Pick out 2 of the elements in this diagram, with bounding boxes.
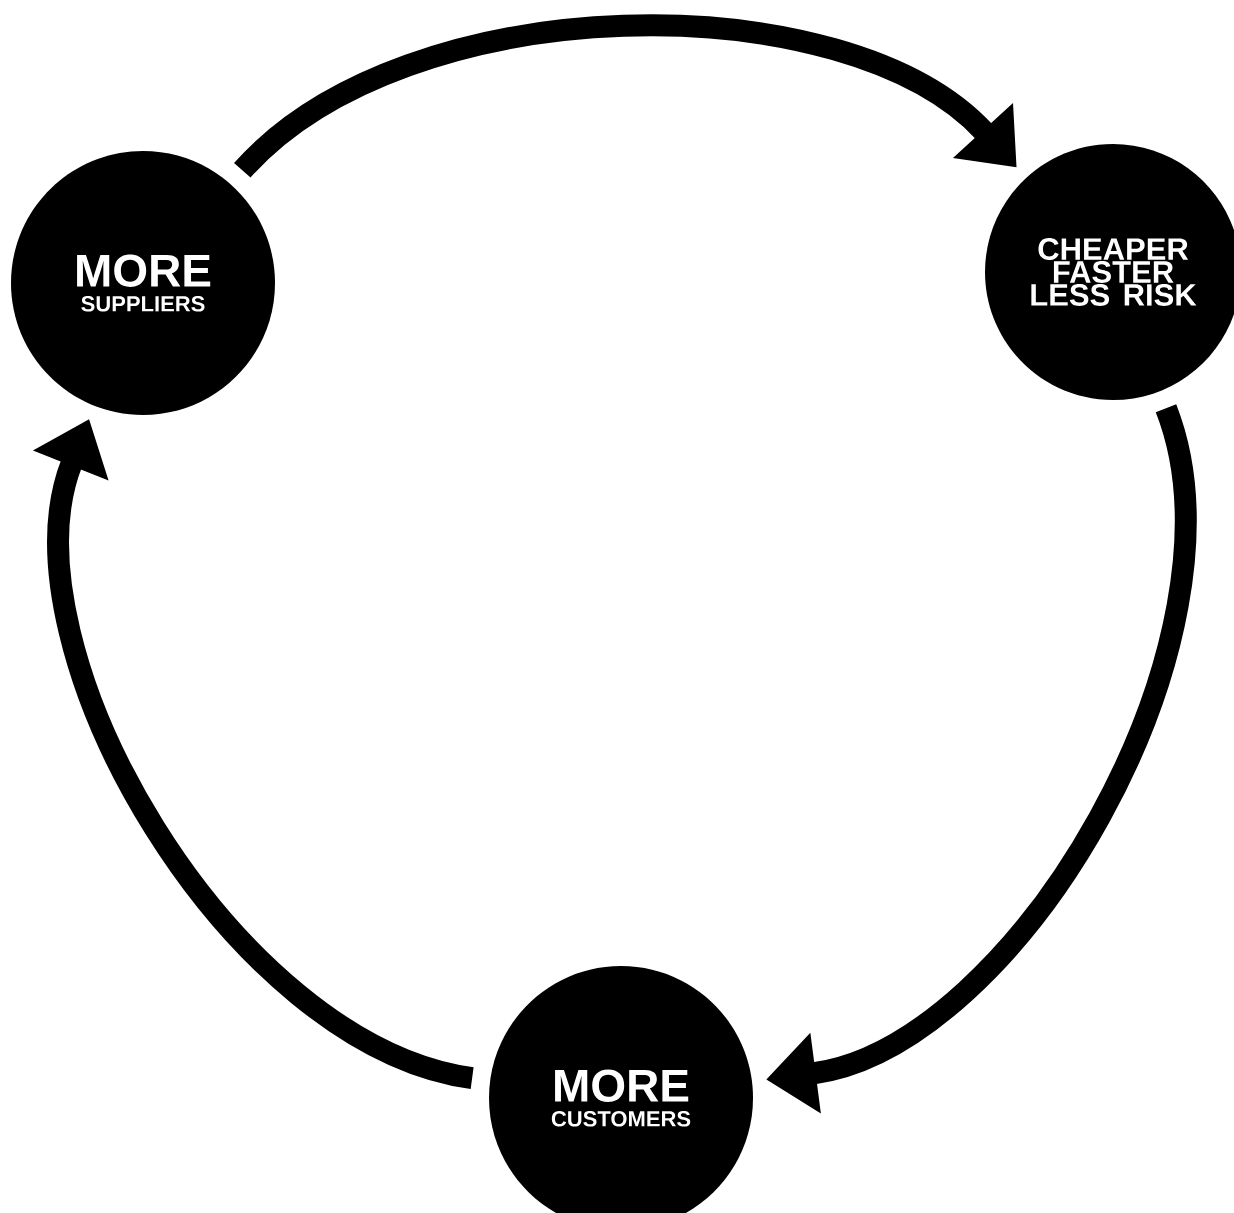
- circle-node: MORE SUPPLIERS: [11, 151, 275, 415]
- curved-arrow: [234, 14, 1017, 179]
